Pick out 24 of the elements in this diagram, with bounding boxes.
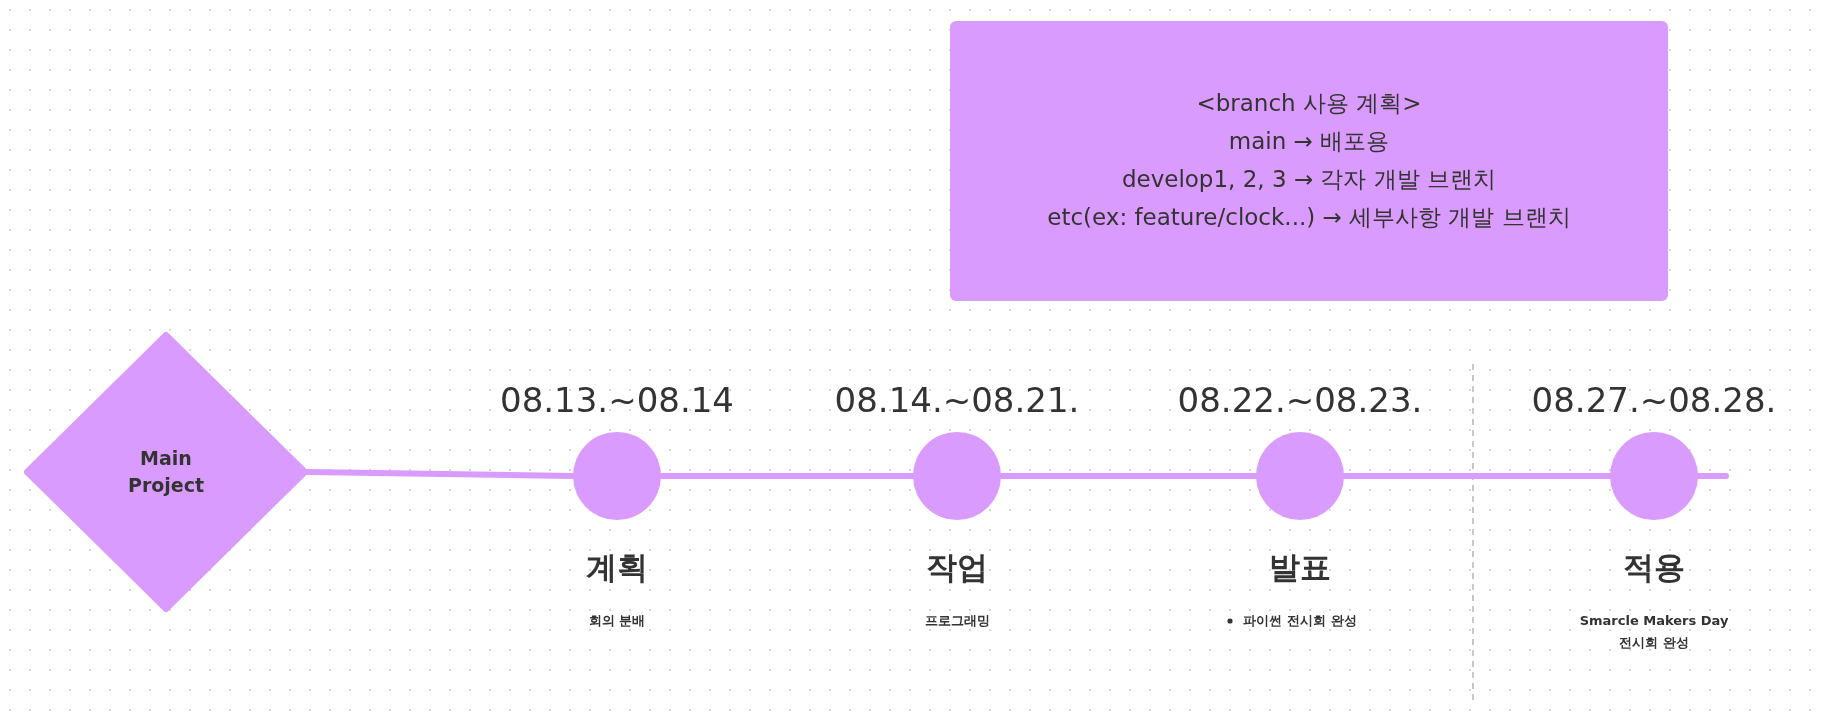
- note-line: main → 배포용: [1228, 127, 1390, 157]
- note-line: etc(ex: feature/clock...) → 세부사항 개발 브랜치: [1047, 202, 1571, 232]
- timeline-circle: [573, 432, 661, 520]
- note-heading: <branch 사용 계획>: [1196, 89, 1422, 119]
- phase-description: 회의 분배: [587, 612, 647, 631]
- date-range: 08.22.~08.23.: [1177, 378, 1423, 422]
- phase-title: 발표: [1269, 548, 1331, 588]
- phase-title: 적용: [1623, 548, 1685, 588]
- phase-description: 프로그래밍: [924, 612, 990, 631]
- timeline-circle: [1610, 432, 1698, 520]
- diamond-node: [24, 332, 308, 612]
- timeline-circle: [1256, 432, 1344, 520]
- date-range: 08.27.~08.28.: [1531, 378, 1777, 422]
- phase-title: 작업: [926, 548, 988, 588]
- phase-description: 파이썬 전시회 완성: [1243, 612, 1357, 631]
- timeline-line: [1695, 473, 1729, 479]
- node-label: Main Project: [126, 446, 206, 498]
- note-card: [950, 21, 1668, 301]
- note-line: develop1, 2, 3 → 각자 개발 브랜치: [1121, 165, 1497, 194]
- phase-title: 계획: [586, 548, 648, 588]
- date-range: 08.13.~08.14: [500, 378, 734, 422]
- timeline-circle: [913, 432, 1001, 520]
- date-range: 08.14.~08.21.: [834, 378, 1080, 422]
- phase-description: Smarcle Makers Day 전시회 완성: [1578, 612, 1730, 653]
